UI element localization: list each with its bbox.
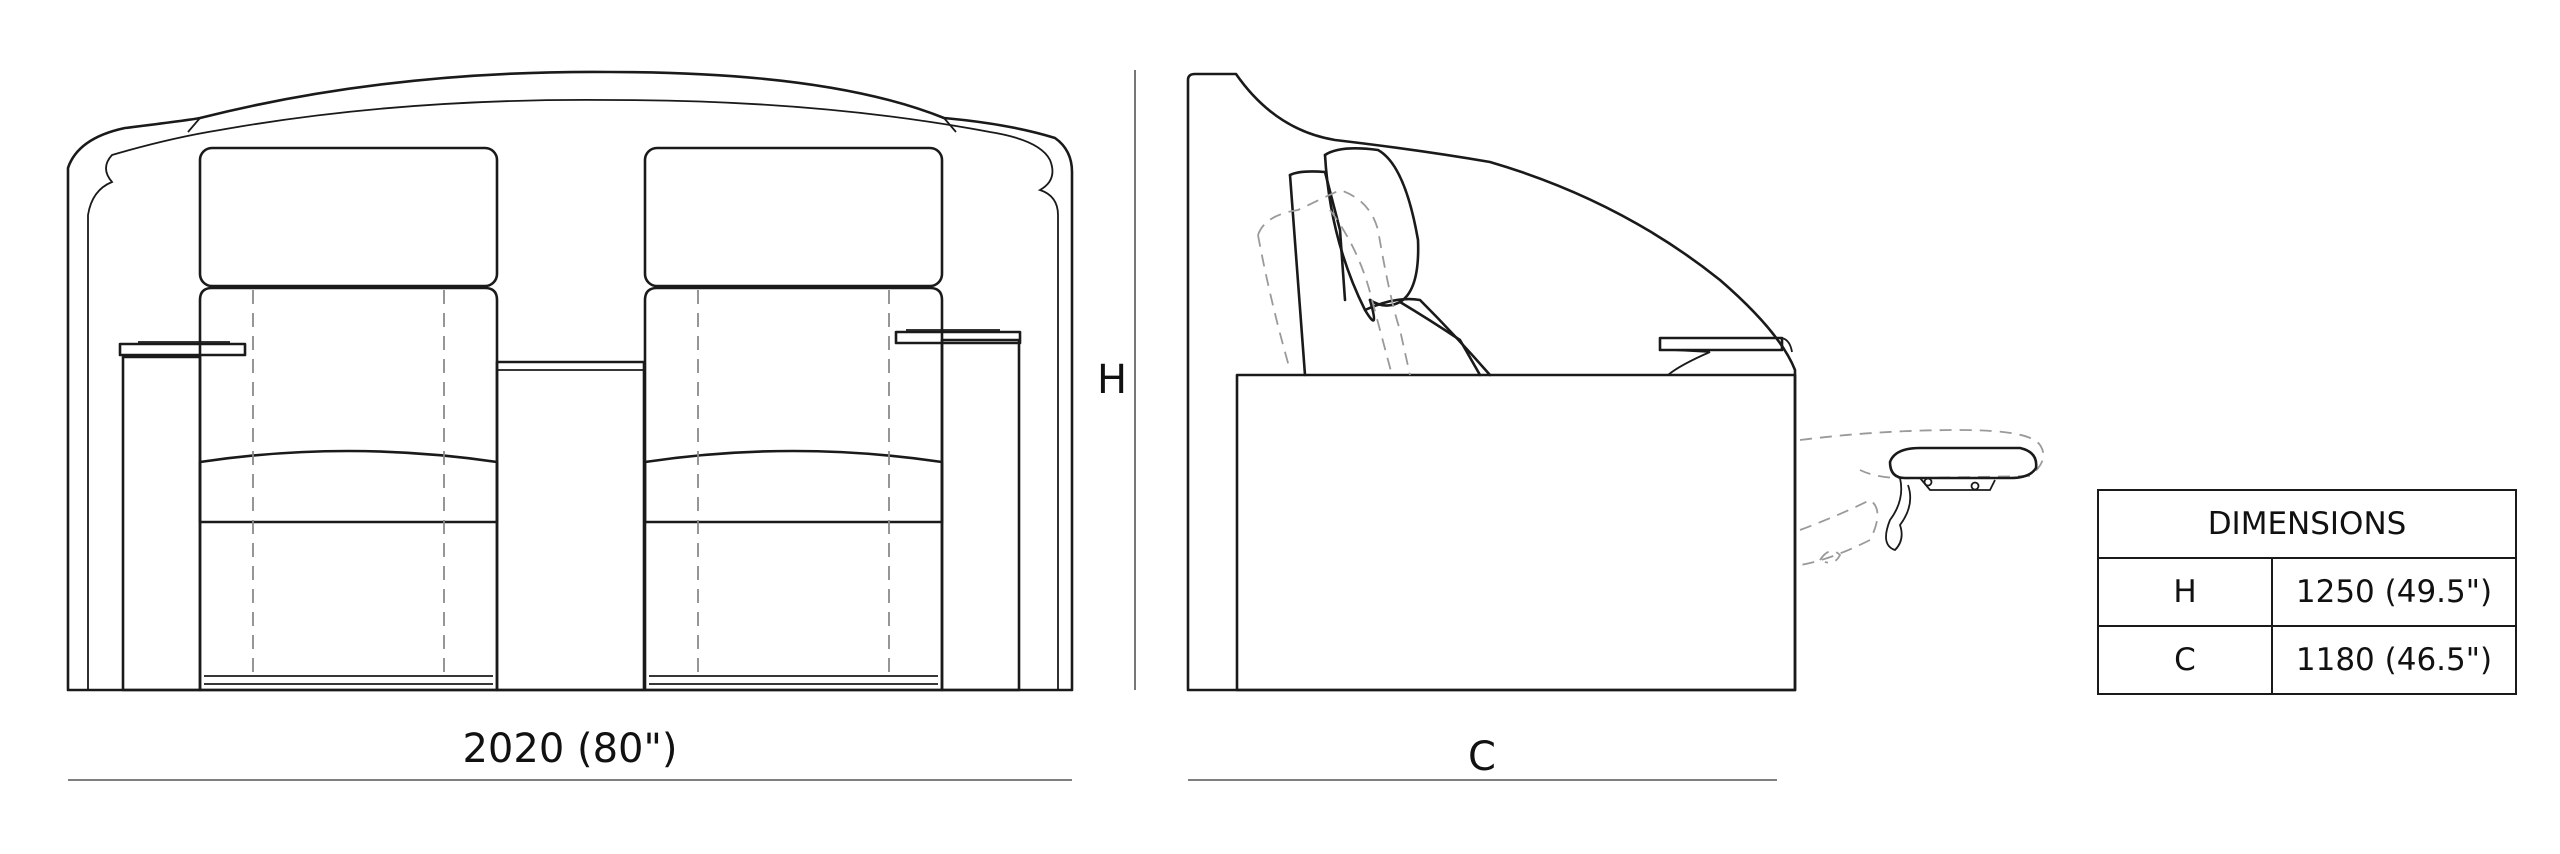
table-row-key: C xyxy=(2097,625,2273,695)
front-seat-right xyxy=(643,146,944,692)
table-row: C 1180 (46.5") xyxy=(2097,625,2517,695)
width-dimension-label: 2020 (80") xyxy=(462,726,677,772)
front-seat-left xyxy=(198,146,499,692)
side-view-sofa xyxy=(1186,72,1797,692)
table-row-value: 1250 (49.5") xyxy=(2271,557,2517,627)
footrest-extended-outline xyxy=(1799,429,2045,566)
table-row-value: 1180 (46.5") xyxy=(2271,625,2517,695)
dimensions-table: DIMENSIONS H 1250 (49.5") C 1180 (46.5") xyxy=(2097,489,2517,695)
table-row-key: H xyxy=(2097,557,2273,627)
table-header-row: DIMENSIONS xyxy=(2097,489,2517,559)
depth-dimension-label: C xyxy=(1468,734,1496,780)
height-dimension-label: H xyxy=(1097,357,1127,403)
table-row: H 1250 (49.5") xyxy=(2097,557,2517,627)
table-header: DIMENSIONS xyxy=(2097,489,2517,559)
front-view-sofa xyxy=(66,70,1074,692)
